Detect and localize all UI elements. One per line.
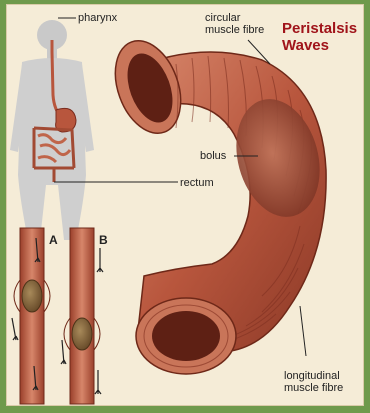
diagram-title-line2: Waves (282, 37, 329, 54)
label-pharynx: pharynx (78, 12, 117, 24)
panel-label-b: B (99, 233, 108, 247)
label-longitudinal-line2: muscle fibre (284, 382, 343, 394)
tube-a (12, 228, 50, 404)
panel-label-a: A (49, 233, 58, 247)
diagram-title-line1: Peristalsis (282, 20, 357, 37)
label-circular-line2: muscle fibre (205, 24, 264, 36)
label-longitudinal-line1: longitudinal (284, 370, 340, 382)
tube-b (61, 228, 103, 404)
label-rectum: rectum (180, 177, 214, 189)
label-bolus: bolus (200, 150, 226, 162)
intestine-tube (103, 32, 332, 374)
label-circular-line1: circular (205, 12, 240, 24)
